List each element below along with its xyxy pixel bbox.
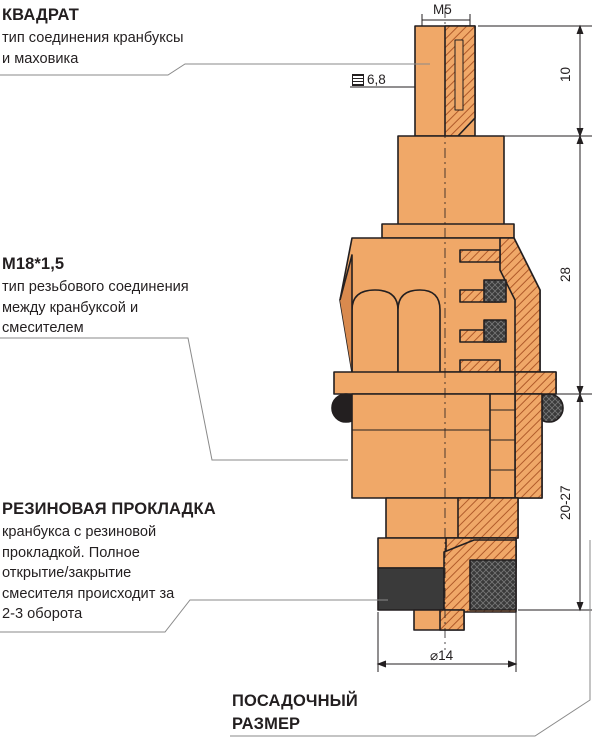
valve-body — [331, 25, 564, 631]
collar-step — [381, 223, 515, 239]
callout-gasket-line-2: прокладкой. Полное — [2, 544, 140, 561]
dim-diameter: ⌀14 — [430, 648, 454, 663]
callout-seat-title-1: ПОСАДОЧНЫЙ — [232, 692, 358, 710]
callout-kvadrat: КВАДРАТ тип соединения кранбуксы и махов… — [2, 6, 184, 69]
callout-gasket: РЕЗИНОВАЯ ПРОКЛАДКА кранбукса с резиново… — [2, 500, 216, 625]
callout-gasket-line-1: кранбукса с резиновой — [2, 524, 157, 540]
thread-section — [514, 393, 543, 499]
callout-kvadrat-line-1: тип соединения кранбуксы — [2, 30, 184, 46]
upper-collar — [397, 135, 505, 229]
callout-gasket-title: РЕЗИНОВАЯ ПРОКЛАДКА — [2, 500, 216, 518]
square-icon — [352, 73, 364, 86]
dim-square-value: 6,8 — [367, 72, 386, 87]
callout-kvadrat-line-2: и маховика — [2, 50, 79, 67]
callout-thread-line-2: между кранбуксой и — [2, 299, 139, 316]
callout-thread-line-1: тип резьбового соединения — [2, 279, 189, 295]
callout-kvadrat-title: КВАДРАТ — [2, 6, 79, 24]
dim-height-bottom: 20-27 — [558, 485, 573, 520]
callout-thread-title: M18*1,5 — [2, 255, 65, 273]
callout-gasket-line-5: 2-3 оборота — [2, 606, 83, 622]
callout-thread-line-3: смесителем — [2, 320, 84, 336]
callout-seat-title-2: РАЗМЕР — [232, 715, 301, 733]
dim-square: 6,8 — [352, 72, 386, 87]
dim-height-mid: 28 — [558, 266, 573, 282]
callout-gasket-line-3: открытие/закрытие — [2, 565, 132, 581]
callout-thread: M18*1,5 тип резьбового соединения между … — [2, 255, 189, 339]
callout-seat: ПОСАДОЧНЫЙ РАЗМЕР — [232, 690, 358, 736]
leader-lines — [0, 63, 591, 737]
dimension-lines — [350, 14, 592, 672]
rubber-gasket — [377, 567, 445, 611]
dim-thread-m5: M5 — [433, 2, 452, 17]
callout-gasket-line-4: смесителя происходит за — [2, 585, 175, 602]
dim-height-top: 10 — [558, 66, 573, 82]
